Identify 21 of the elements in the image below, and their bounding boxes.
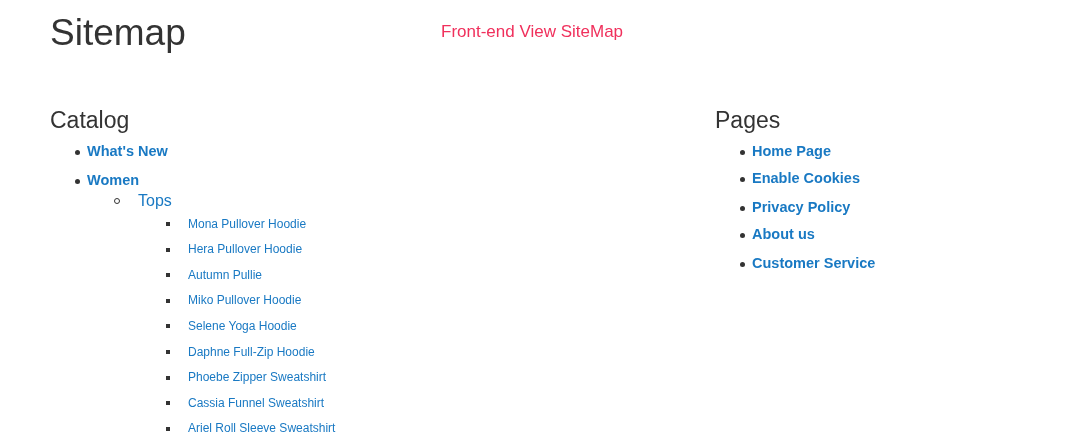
product-link: Phoebe Zipper Sweatshirt bbox=[188, 370, 327, 385]
product-link: Autumn Pullie bbox=[188, 268, 263, 283]
annotation-text: Front-end View SiteMap bbox=[441, 22, 624, 43]
section-heading: Catalog bbox=[50, 107, 130, 135]
product-link: Ariel Roll Sleeve Sweatshirt bbox=[188, 421, 336, 436]
nav-link: Privacy Policy bbox=[752, 199, 851, 217]
product-link: Hera Pullover Hoodie bbox=[188, 242, 303, 257]
product-link: Cassia Funnel Sweatshirt bbox=[188, 396, 325, 411]
category-link: Tops bbox=[138, 191, 172, 211]
nav-link: About us bbox=[752, 226, 815, 244]
page-title: Sitemap bbox=[50, 11, 186, 55]
nav-link: Customer Service bbox=[752, 255, 876, 273]
product-link: Daphne Full-Zip Hoodie bbox=[188, 345, 315, 360]
nav-link: Home Page bbox=[752, 143, 831, 161]
nav-link: Women bbox=[87, 172, 140, 190]
nav-link: What's New bbox=[87, 143, 168, 161]
product-link: Miko Pullover Hoodie bbox=[188, 293, 302, 308]
product-link: Mona Pullover Hoodie bbox=[188, 217, 307, 232]
nav-link: Enable Cookies bbox=[752, 170, 860, 188]
product-link: Selene Yoga Hoodie bbox=[188, 319, 297, 334]
section-heading: Pages bbox=[715, 107, 781, 135]
